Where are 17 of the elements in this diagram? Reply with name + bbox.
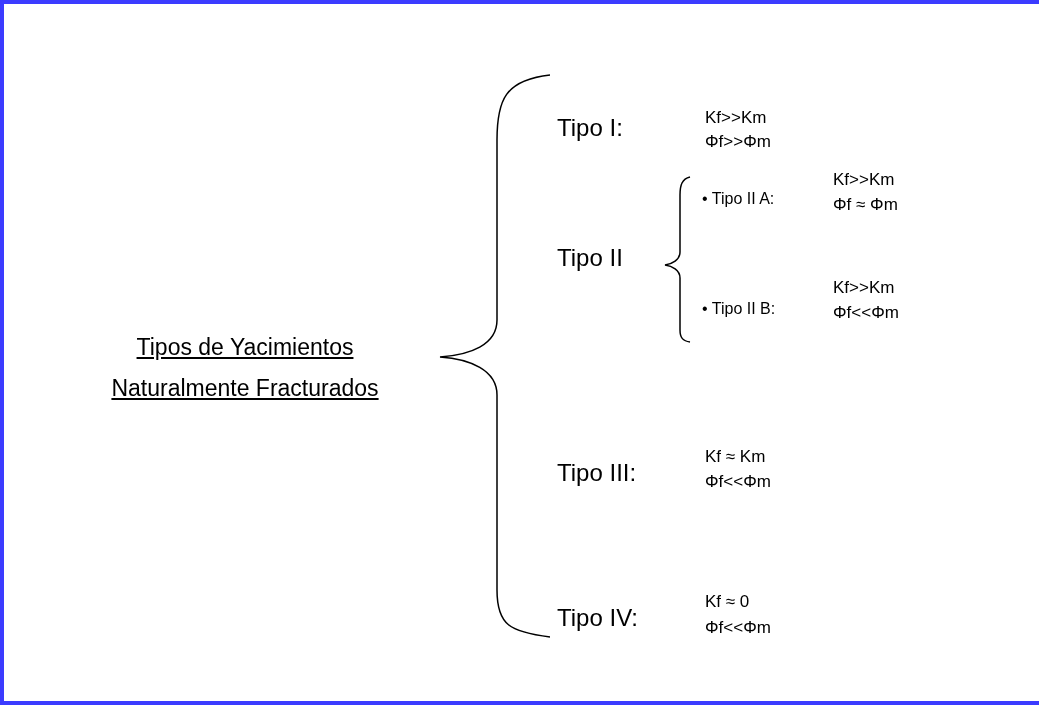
heading-text: Tipos de Yacimientos Naturalmente Fracturados — [110, 333, 380, 404]
type-label: Tipo II — [557, 245, 623, 272]
type-label: Tipo III: — [557, 460, 637, 487]
formula-text: Kf>>Km — [705, 109, 767, 128]
formula-text: Φf>>Φm — [705, 133, 771, 152]
subtype-label: • Tipo II B: — [702, 300, 776, 318]
formula-text: Kf>>Km — [833, 171, 895, 190]
formula-text: Φf<<Φm — [705, 473, 771, 492]
subtype-label: • Tipo II A: — [702, 190, 775, 208]
type-label: Tipo IV: — [557, 605, 638, 632]
formula-text: Φf ≈ Φm — [833, 196, 898, 215]
formula-text: Kf>>Km — [833, 279, 895, 298]
formula-text: Kf ≈ 0 — [705, 593, 750, 612]
formula-text: Φf<<Φm — [833, 304, 899, 323]
formula-text: Φf<<Φm — [705, 619, 771, 638]
formula-text: Kf ≈ Km — [705, 448, 766, 467]
type-label: Tipo I: — [557, 115, 623, 142]
